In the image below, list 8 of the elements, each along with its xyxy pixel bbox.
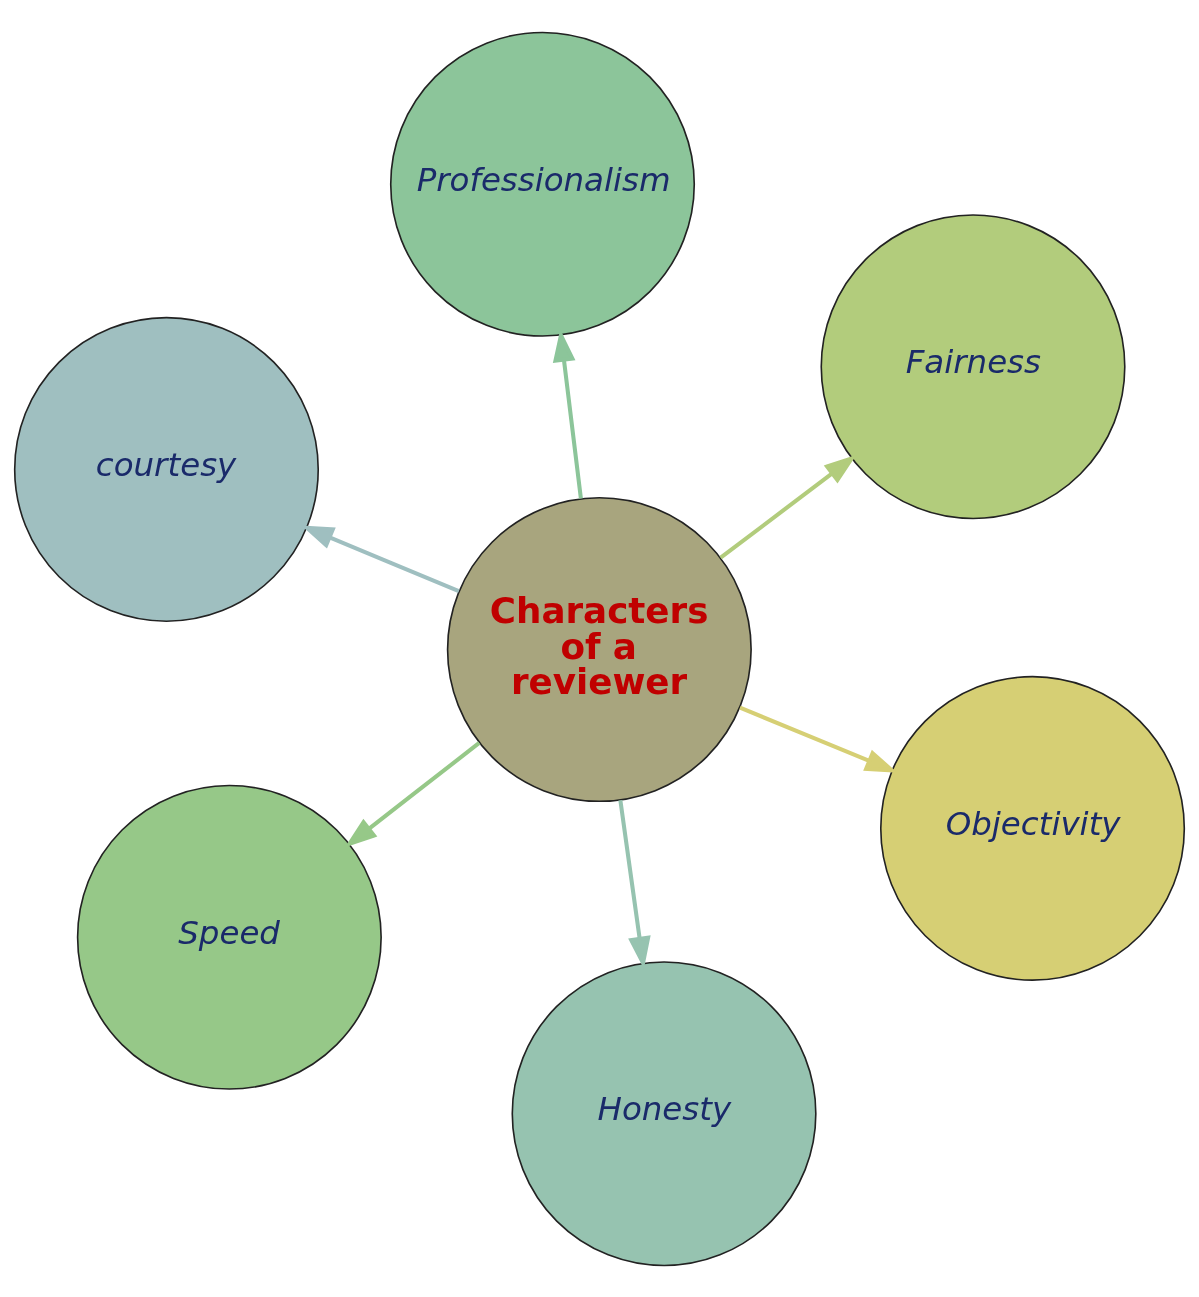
node-circle: Speed: [76, 784, 382, 1090]
arrow: [719, 454, 857, 559]
node-circle: Characters of a reviewer: [446, 496, 752, 802]
node-circle: courtesy: [13, 316, 320, 622]
node-circle: Honesty: [511, 960, 817, 1266]
node-circle: Professionalism: [389, 31, 696, 337]
node-circle: Objectivity: [879, 675, 1186, 981]
arrow: [344, 740, 481, 848]
